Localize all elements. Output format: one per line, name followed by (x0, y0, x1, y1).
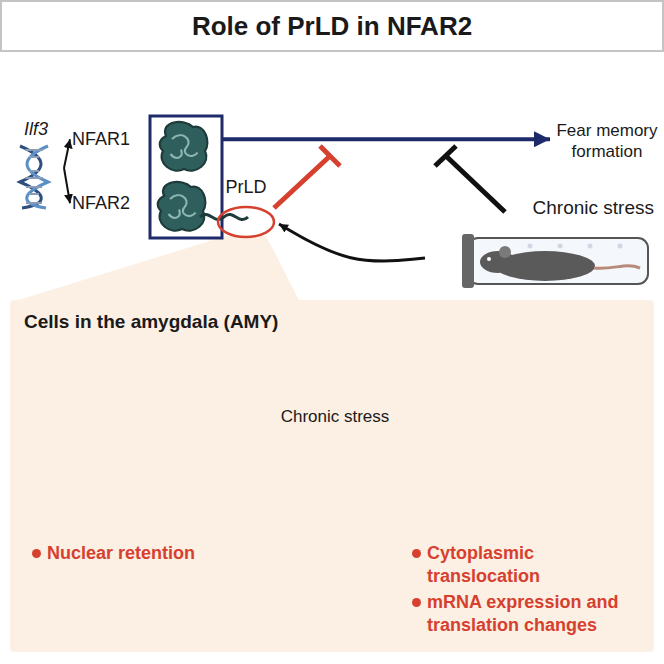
dna-icon (20, 146, 48, 208)
mouse-tube (462, 234, 648, 288)
node-text: Ilf3 (8, 118, 64, 141)
inhibition-red (274, 146, 340, 208)
zoom-wedge (12, 236, 300, 302)
amygdala-panel: Cells in the amygdala (AMY) Nuclear reten… (10, 300, 654, 652)
bullet-text: Nuclear retention (31, 542, 265, 565)
prld-oval: PrLD (215, 176, 277, 240)
isoform-label: NFAR1 (72, 128, 222, 168)
oval-outline (218, 207, 274, 237)
nfar1-protein (160, 122, 208, 171)
node-text: NFAR2 (72, 192, 222, 215)
connector-arrow (64, 168, 70, 203)
connector-arrow (279, 224, 425, 261)
connector-arrow (222, 137, 550, 141)
gene-label: Ilf3 (8, 118, 64, 210)
cell-node: Cytoplasmic translocationmRNA expression… (405, 370, 645, 640)
outcome-label: Fear memory formation (554, 120, 660, 164)
stress-node: Chronic stress (425, 196, 658, 296)
title: Role of PrLD in NFAR2 (192, 10, 472, 43)
node-text: Chronic stress (425, 196, 654, 220)
node-text: PrLD (215, 176, 277, 199)
node-text: Cells in the amygdala (AMY) (24, 310, 640, 334)
inhibition-black (435, 146, 505, 212)
node-text: NFAR1 (72, 128, 222, 151)
title-bar: Role of PrLD in NFAR2 (0, 0, 664, 52)
bullet-text: Cytoplasmic translocation (411, 542, 645, 587)
connector-arrow (64, 139, 70, 168)
isoform-label: NFAR2 (72, 192, 222, 232)
node-text: Fear memory formation (554, 120, 660, 163)
bullet-text: mRNA expression and translation changes (411, 591, 645, 636)
edge-label: Chronic stress (279, 406, 392, 427)
cell-node: Nuclear retention (25, 370, 265, 570)
